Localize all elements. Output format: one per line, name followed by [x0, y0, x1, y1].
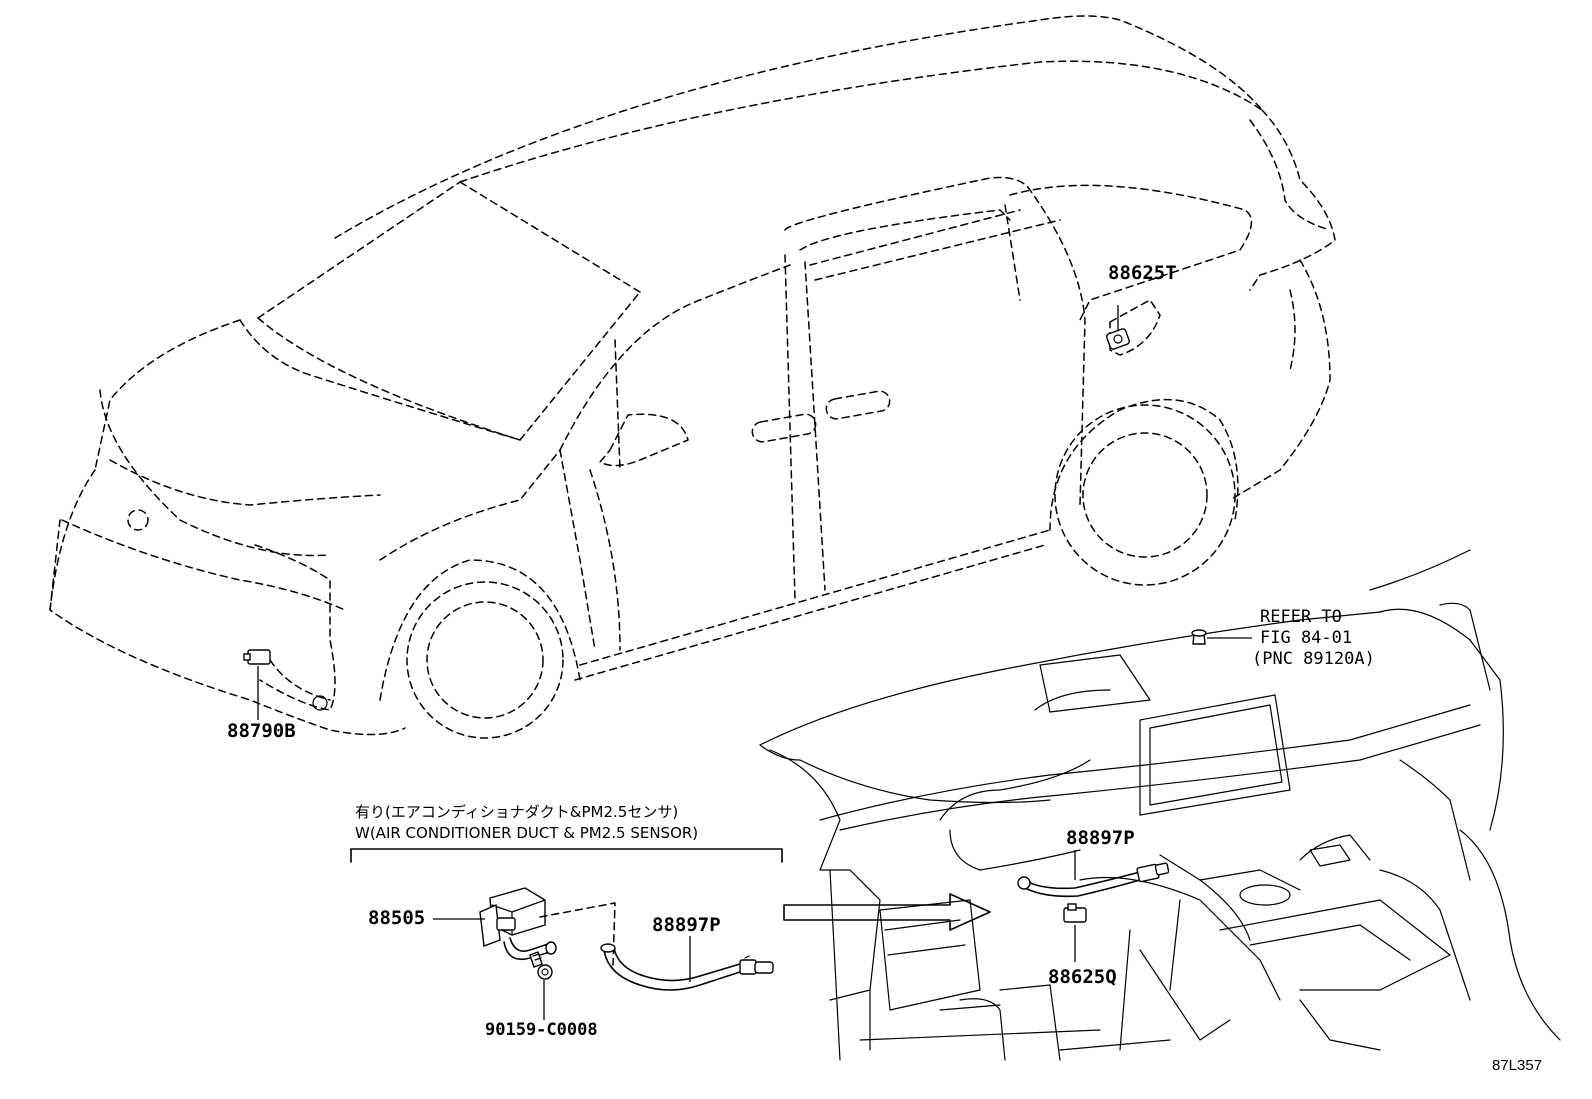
connection-dashed: [539, 902, 616, 966]
bolt-90159-shape: [529, 951, 553, 980]
sensor-88505-shape: [479, 887, 557, 961]
label-88625Q: 88625Q: [1048, 966, 1117, 988]
instrument-panel: [759, 549, 1561, 1061]
label-88625T: 88625T: [1108, 262, 1177, 284]
label-88790B: 88790B: [227, 720, 296, 742]
option-note-en: W(AIR CONDITIONER DUCT & PM2.5 SENSOR): [355, 824, 699, 842]
refer-line-3: (PNC 89120A): [1252, 649, 1375, 669]
arrow-pointer: [783, 893, 991, 931]
refer-line-2: FIG 84-01: [1260, 628, 1353, 648]
label-88897P-dash: 88897P: [1066, 827, 1135, 849]
sensor-88625T-shape: [1106, 328, 1130, 350]
option-note-jp: 有り(エアコンディショナダクト&PM2.5センサ): [355, 803, 679, 821]
figure-code: 87L357: [1492, 1057, 1543, 1074]
group-bracket: [350, 848, 783, 863]
dash-sensor-88625Q-shape: [1063, 903, 1087, 923]
vehicle-outline: [49, 15, 1336, 739]
label-90159-C0008: 90159-C0008: [485, 1020, 598, 1040]
label-88897P-detail: 88897P: [652, 914, 721, 936]
sensor-88790B-shape: [243, 649, 271, 665]
label-88505: 88505: [368, 907, 426, 929]
dash-duct-88897P-shape: [1017, 862, 1170, 898]
clip-89120A-shape: [1191, 629, 1207, 645]
refer-line-1: REFER TO: [1260, 607, 1342, 627]
duct-88897P-shape: [600, 943, 774, 991]
